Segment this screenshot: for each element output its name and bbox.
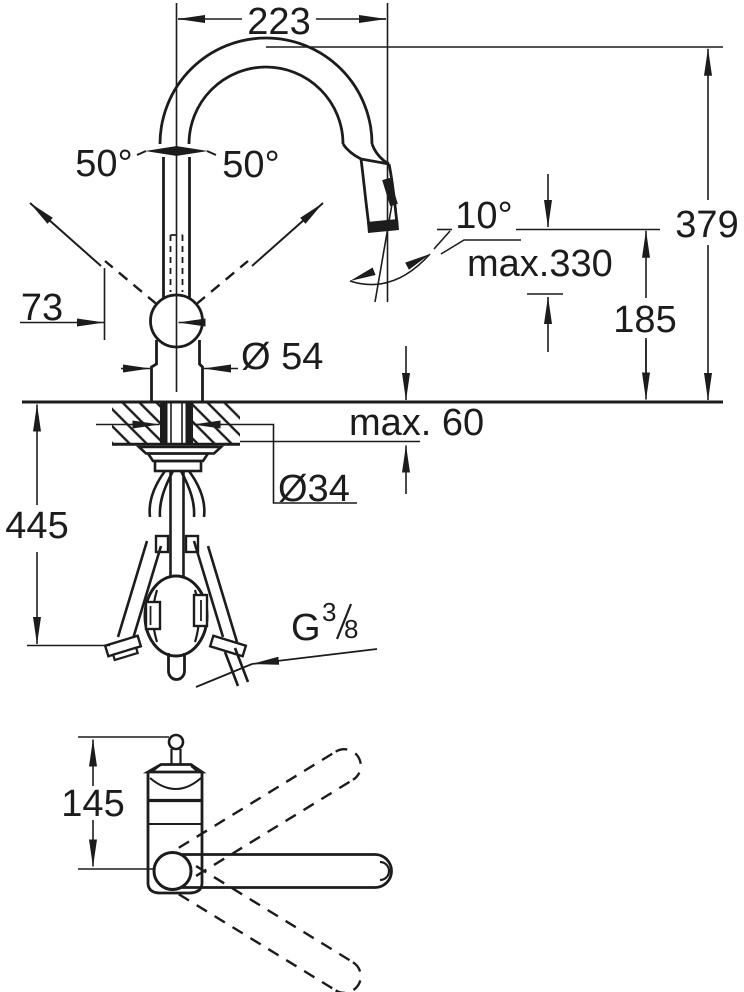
dim-thread-leader: [195, 648, 378, 688]
label-thread: G 3 8: [291, 597, 358, 649]
hose-clip-left: [154, 534, 170, 554]
spout: [158, 36, 399, 233]
label-thread-letter: G: [291, 607, 321, 649]
label-spout-reach: 223: [247, 1, 310, 43]
outlet-tilt-line: [374, 203, 393, 303]
dimensions: [20, 14, 723, 688]
faucet-body-base: [150, 340, 204, 401]
label-outlet-height: 185: [613, 299, 676, 341]
lever-swing-left: [29, 202, 158, 305]
topview-handle-pivot: [152, 851, 193, 891]
dimension-labels: 223 50° 50° 10° max.330 379 185 73 Ø 54 …: [5, 1, 738, 825]
top-view: [78, 733, 393, 992]
shank-wall-right: [185, 403, 193, 445]
shank-wall-left: [160, 403, 168, 445]
main-side-view: [22, 3, 723, 687]
label-swivel-left: 50°: [75, 143, 132, 185]
label-hose-length: 445: [5, 505, 68, 547]
spray-head-left-edge: [359, 158, 371, 227]
topview-lever-pin: [167, 733, 185, 751]
dim-head-angle: [349, 230, 451, 286]
label-pullout: max.330: [467, 243, 613, 285]
label-base-diameter: Ø 54: [241, 336, 323, 378]
label-topview-depth: 145: [61, 783, 124, 825]
lever-swing-right: [195, 202, 324, 305]
dim-topview-depth: [78, 736, 169, 870]
topview-handle-solid: [178, 853, 393, 889]
dim-pullout: [440, 174, 563, 352]
label-swivel-right: 50°: [222, 144, 279, 186]
mounting-hardware: [135, 445, 225, 473]
hose-fitting-right: [208, 634, 248, 658]
hose-fitting-left: [103, 634, 143, 662]
dim-lever-offset: [20, 268, 206, 340]
topview-body: [142, 733, 207, 895]
label-deck-thickness: max. 60: [349, 402, 484, 444]
label-total-height: 379: [675, 204, 738, 246]
label-lever-offset: 73: [21, 287, 63, 329]
label-thread-numerator: 3: [322, 597, 336, 627]
dim-shank-diameter: [96, 420, 357, 504]
swivel-arrows: [136, 146, 217, 156]
topview-handle-dashed-down: [178, 865, 362, 992]
label-shank-diameter: Ø34: [278, 468, 350, 510]
label-thread-denominator: 8: [344, 614, 358, 644]
supply-hoses: [103, 470, 250, 687]
topview-handle-dashed-up: [178, 748, 362, 877]
spray-outlet-face: [367, 219, 399, 233]
label-head-angle: 10°: [455, 195, 512, 237]
hose-weight-loop: [143, 574, 209, 681]
dim-hose-length: [27, 404, 110, 647]
